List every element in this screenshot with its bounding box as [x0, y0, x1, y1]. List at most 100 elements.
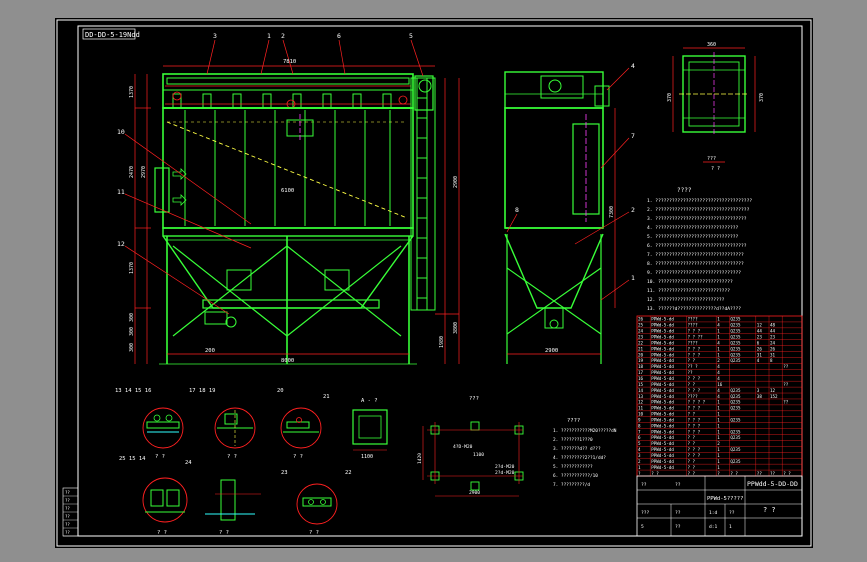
table-cell: Q235 [730, 400, 741, 405]
table-cell: 23 [770, 335, 776, 340]
anchor-note-2: 2. ???????1???0 [553, 437, 593, 443]
table-cell: ?? [783, 364, 789, 369]
strip-cell: ?? [65, 490, 70, 495]
table-cell: 26 [638, 317, 644, 322]
callout-5: 5 [409, 32, 413, 40]
drawing-sheet: DD-DD-5-19Ndd [55, 18, 813, 548]
d4-side: 24 [185, 460, 192, 466]
code-box-text: DD-DD-5-19Ndd [85, 31, 140, 39]
table-header-cell: ?? [757, 471, 763, 476]
front-dim-left-1: 1370 [129, 86, 135, 98]
table-cell: 1 [717, 423, 720, 428]
anchor-note-3: 3. ???????d?? d??? [553, 446, 601, 452]
table-cell: PPWd-5-dd [651, 358, 674, 363]
table-header-cell: ?? [770, 471, 776, 476]
front-dim-bottom-1: 200 [205, 348, 215, 354]
table-cell: PPWd-5-dd [651, 382, 674, 387]
table-cell: PPWd-5-dd [651, 417, 674, 422]
plan-caption: ??? [707, 156, 716, 162]
table-header-cell: ? [717, 471, 720, 476]
anchor-dim-2: 2900 [469, 490, 480, 496]
table-cell: PPWd-5-dd [651, 406, 674, 411]
side-dim-bottom: 2900 [545, 348, 558, 354]
d3-caption: ? ? [293, 454, 303, 460]
note-line-3: 3. ????????????????????????????????? [647, 216, 747, 222]
table-cell: 13 [638, 394, 644, 399]
table-cell: PPWd-5-dd [651, 441, 674, 446]
side-callout-1: 1 [631, 274, 635, 282]
note-line-9: 9. ??????????????????????????????? [647, 270, 741, 276]
d4-caption: ? ? [157, 530, 167, 536]
table-cell: PPWd-5-dd [651, 352, 674, 357]
table-cell: 1 [717, 453, 720, 458]
callout-10: 10 [117, 128, 125, 136]
notes-title: ???? [677, 187, 692, 194]
table-cell: ? ? ? [688, 406, 701, 411]
anchor-dim-1: 1420 [417, 453, 423, 464]
table-cell: ? ? ? ? [688, 400, 706, 405]
table-cell: Q235 [730, 394, 741, 399]
table-cell: ???? [688, 323, 699, 328]
note-line-4: 4. ?????????????????????????????? [647, 225, 739, 231]
anchor-note-5: 5. ???????????? [553, 464, 593, 470]
section-a-dim: 1100 [361, 454, 373, 460]
table-cell: 9 [638, 417, 641, 422]
table-cell: 16 [717, 382, 723, 387]
table-cell: 38 [757, 394, 763, 399]
front-dim-right-1: 2900 [453, 176, 459, 188]
note-line-7: 7. ???????????????????????????????? [647, 252, 744, 258]
title-sub: PPWd-5????? [707, 496, 743, 502]
side-callout-7: 7 [631, 132, 635, 140]
d6-side: 22 [345, 470, 352, 476]
table-cell: 1 [717, 429, 720, 434]
table-cell: 48 [770, 323, 776, 328]
table-cell: 4 [717, 394, 720, 399]
front-dim-top: 7810 [283, 59, 296, 65]
table-cell: 23 [638, 335, 644, 340]
table-cell: 4 [757, 358, 760, 363]
table-cell: 20 [638, 352, 644, 357]
note-line-10: 10. ??????????????????????????? [647, 279, 733, 285]
table-header-cell: ? ? [730, 471, 738, 476]
table-cell: 1 [717, 406, 720, 411]
table-cell: Q235 [730, 388, 741, 393]
table-cell: 23 [757, 335, 763, 340]
table-cell: PPWd-5-dd [651, 340, 674, 345]
table-cell: PPWd-5-dd [651, 335, 674, 340]
note-line-2: 2. ?????????????????????????????????? [647, 207, 750, 213]
table-cell: 7 [638, 429, 641, 434]
table-cell: 6 [757, 340, 760, 345]
table-cell: ? ? ?? [688, 335, 704, 340]
table-cell: 1 [717, 400, 720, 405]
title-cell-2: ?? [675, 510, 681, 516]
side-dim-side: 7300 [609, 206, 615, 218]
drawing-code-box: DD-DD-5-19Ndd [82, 28, 140, 40]
table-cell: Q235 [730, 335, 741, 340]
table-cell: 17 [638, 370, 644, 375]
side-callout-2: 2 [631, 206, 635, 214]
table-cell: 1 [717, 465, 720, 470]
table-cell: ? ? [688, 465, 696, 470]
callout-12: 12 [117, 240, 125, 248]
table-cell: ? ? ? [688, 352, 701, 357]
table-cell: Q235 [730, 459, 741, 464]
table-cell: ? ? ? [688, 447, 701, 452]
note-line-6: 6. ????????????????????????????????? [647, 243, 747, 249]
table-cell: ?? [783, 382, 789, 387]
table-cell: 1 [717, 447, 720, 452]
anchor-note-7: 7. ?????????/d [553, 482, 590, 488]
table-cell: Q235 [730, 429, 741, 434]
table-cell: Q235 [730, 340, 741, 345]
table-cell: PPWd-5-dd [651, 329, 674, 334]
side-view: 4 7 2 1 8 2900 7300 [504, 62, 635, 364]
table-cell: ? ? [688, 412, 696, 417]
table-header-cell: ? ? [783, 471, 791, 476]
table-cell: ?? [783, 400, 789, 405]
